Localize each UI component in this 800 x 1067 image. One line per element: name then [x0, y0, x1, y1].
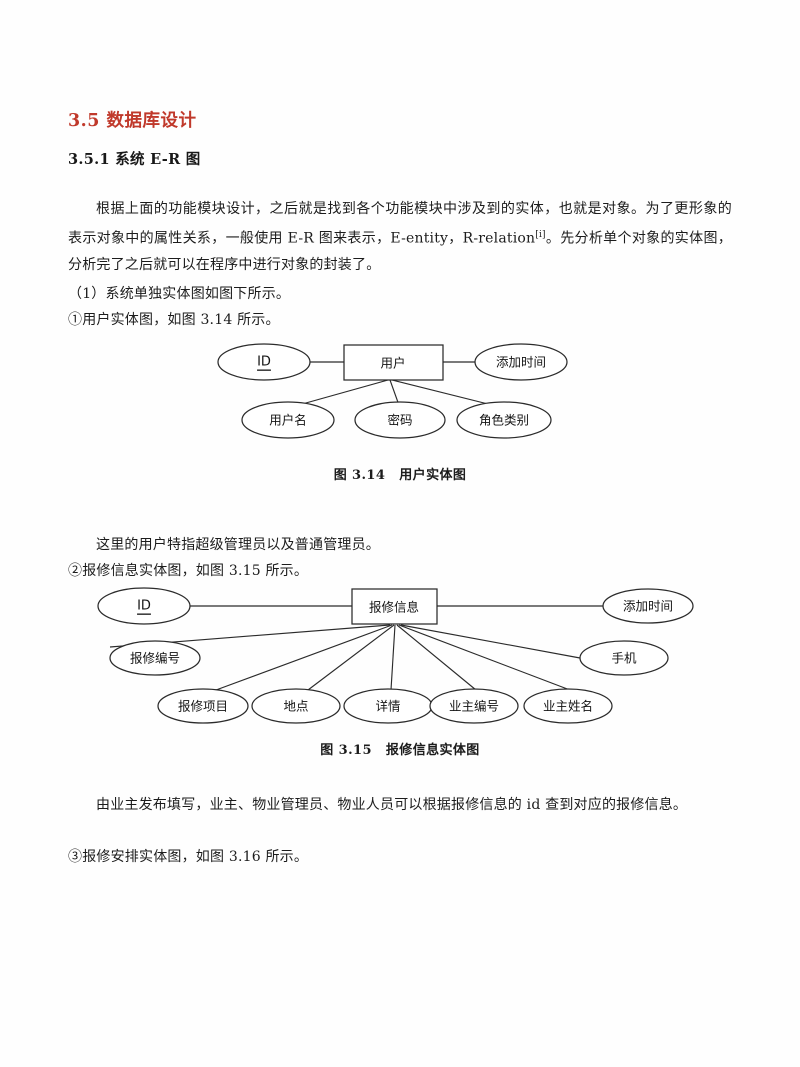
figure-3-15-number: 图 3.15 — [320, 743, 372, 758]
figure-3-15-title: 报修信息实体图 — [385, 743, 480, 758]
fig315-attribute-repairitem-shape — [157, 688, 249, 724]
page-title: 3.5 数据库设计 — [68, 111, 197, 131]
fig314-attribute-addtime-label: 添加时间 — [496, 355, 546, 370]
note-paragraph-1: 这里的用户特指超级管理员以及普通管理员。 — [96, 537, 380, 553]
fig314-attribute-password-label: 密码 — [387, 413, 412, 428]
fig315-attribute-ownerno-label: 业主编号 — [449, 699, 499, 714]
fig315-attribute-repairno-shape — [109, 640, 201, 676]
fig315-attribute-ownername-label: 业主姓名 — [543, 699, 593, 714]
subsection-heading: 3.5.1 系统 E-R 图 — [68, 151, 201, 168]
fig314-attribute-username-label: 用户名 — [269, 413, 307, 428]
fig315-attribute-location-shape — [251, 688, 341, 724]
figure-3-14-number: 图 3.14 — [333, 468, 386, 483]
list-item-4: ③报修安排实体图，如图 3.16 所示。 — [68, 849, 309, 865]
fig315-attribute-location-label: 地点 — [283, 699, 308, 714]
footnote-marker: [i] — [535, 230, 546, 240]
intro-paragraph-text: 根据上面的功能模块设计，之后就是找到各个功能模块中涉及到的实体，也就是对象。为了… — [68, 201, 732, 247]
fig314-attribute-username-shape — [241, 401, 335, 439]
fig314-entity-shape — [343, 344, 444, 381]
list-item-3: ②报修信息实体图，如图 3.15 所示。 — [68, 563, 309, 579]
fig315-attribute-repairno-label: 报修编号 — [130, 651, 180, 666]
fig315-entity-shape — [351, 588, 438, 625]
fig314-attribute-id-shape — [217, 343, 311, 381]
fig314-attribute-password-shape — [354, 401, 446, 439]
fig315-attribute-repairitem-label: 报修项目 — [178, 699, 228, 714]
fig315-entity-label: 报修信息 — [369, 600, 419, 615]
fig315-attribute-phone-label: 手机 — [611, 651, 637, 666]
fig315-attribute-detail-label: 详情 — [375, 699, 400, 714]
intro-paragraph: 根据上面的功能模块设计，之后就是找到各个功能模块中涉及到的实体，也就是对象。为了… — [68, 196, 732, 278]
fig314-attribute-roletype-shape — [456, 401, 552, 439]
note-paragraph-2: 由业主发布填写，业主、物业管理员、物业人员可以根据报修信息的 id 查到对应的报… — [96, 797, 688, 813]
figure-3-14-title: 用户实体图 — [399, 468, 467, 483]
fig315-attribute-phone-shape — [579, 640, 669, 676]
list-item-2: ①用户实体图，如图 3.14 所示。 — [68, 312, 280, 328]
fig314-entity-label: 用户 — [380, 356, 405, 371]
fig314-attribute-addtime-shape — [474, 343, 568, 381]
figure-3-15-caption: 图 3.15 报修信息实体图 — [68, 739, 732, 758]
fig315-attribute-addtime-shape — [602, 588, 694, 624]
figure-3-15-diagram: ID 报修信息 添加时间 报修编号 手机 报修项目 地点 — [68, 578, 732, 730]
fig314-attribute-roletype-label: 角色类别 — [479, 413, 529, 428]
intro-paragraph-tail: 。先分析单个对象的实体图，分析完了之后就可以在程序中进行对象的封装了。 — [68, 230, 732, 273]
fig315-attribute-id-shape — [97, 587, 191, 625]
list-item-1: （1）系统单独实体图如图下所示。 — [68, 286, 291, 302]
fig315-attribute-addtime-label: 添加时间 — [623, 599, 673, 614]
figure-3-14-diagram: ID 用户 添加时间 用户名 密码 角色类别 — [68, 330, 732, 456]
fig315-attribute-id-label: ID — [137, 599, 151, 614]
figure-3-14-caption: 图 3.14 用户实体图 — [68, 464, 732, 483]
fig314-attribute-id-label: ID — [257, 355, 271, 370]
fig315-attribute-ownerno-shape — [429, 688, 519, 724]
fig315-attribute-ownername-shape — [523, 688, 613, 724]
